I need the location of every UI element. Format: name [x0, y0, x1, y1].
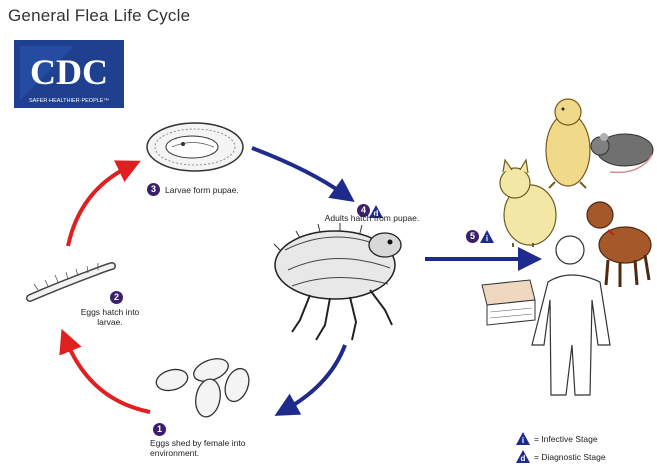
infective-stage-icon-step5: i: [480, 230, 494, 243]
step-2-badge: 2: [110, 291, 123, 304]
legend-infective-stage: = Infective Stage: [534, 434, 598, 444]
legend-infective-icon-text: i: [522, 436, 524, 445]
legend-diagnostic-stage: = Diagnostic Stage: [534, 452, 606, 462]
step-2-label: Eggs hatch into larvae.: [70, 307, 150, 327]
arrow-eggs-to-larvae: [66, 340, 150, 412]
step-1-badge: 1: [153, 423, 166, 436]
legend-infective-icon: i: [516, 432, 530, 445]
cat-illustration: [500, 160, 556, 247]
dog-illustration: [587, 202, 651, 287]
arrow-larvae-to-pupae: [68, 166, 130, 246]
pupa-illustration: [147, 123, 243, 171]
infective-stage-icon-text: i: [486, 234, 488, 243]
carpet-illustration: [482, 280, 535, 325]
prairie-dog-illustration: [546, 99, 590, 188]
step-4-label: Adults hatch from pupae.: [302, 213, 442, 223]
step-1-label: Eggs shed by female into environment.: [150, 438, 280, 458]
arrow-adult-to-eggs: [285, 345, 345, 410]
rat-illustration: [591, 133, 653, 172]
eggs-illustration: [154, 354, 253, 418]
step-3-badge: 3: [147, 183, 160, 196]
legend-diagnostic-icon: d: [516, 450, 530, 463]
adult-flea-illustration: [274, 223, 401, 340]
human-silhouette-illustration: [532, 236, 610, 395]
larva-illustration: [30, 263, 112, 298]
legend-diagnostic-icon-text: d: [521, 454, 526, 463]
step-3-label: Larvae form pupae.: [165, 185, 275, 195]
step-5-badge: 5: [466, 230, 479, 243]
